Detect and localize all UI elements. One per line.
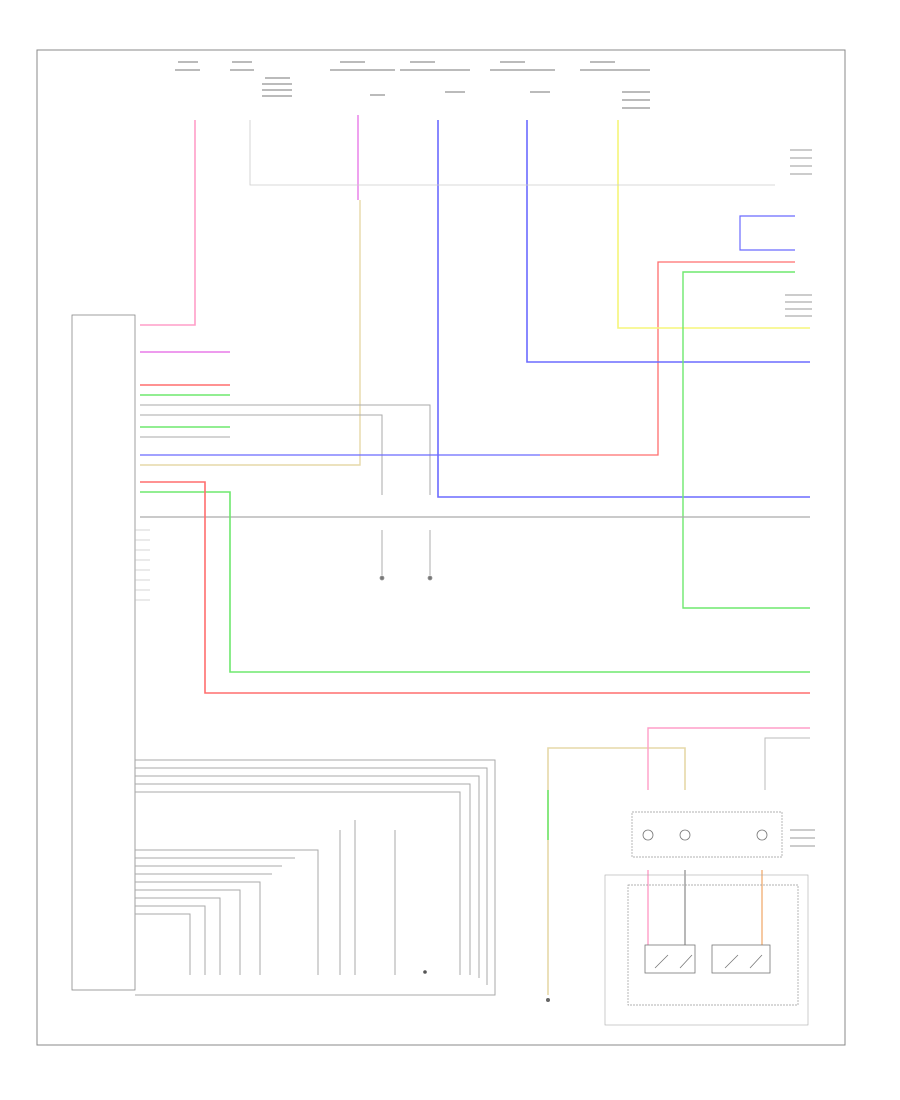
wire-red-to-switch [540,261,795,456]
wire-pink-ig [140,120,196,326]
transmission-shift-switch [627,884,799,1006]
switch-connectors [642,829,768,841]
wire-green-bottom [140,491,810,673]
paddle-switches [644,944,771,974]
wire-gray-2 [140,414,383,495]
speed-sensors [379,530,433,581]
right-connector-labels [785,149,815,847]
ground-dot [423,970,427,974]
wire-red-bottom [140,481,810,694]
transmission-control-ecu [71,314,136,991]
ecu-pin-stubs [135,529,150,601]
bottom-bundle [135,759,496,996]
wire-blue-top-center [437,120,810,498]
wire-green-right [682,271,810,609]
diagram-frame [36,49,846,1046]
wire-gray-1 [140,404,431,495]
wire-blue-top-right [526,120,810,363]
wire-tan-center [140,200,361,466]
top-fuse-labels [175,61,650,109]
front-ground [546,998,550,1002]
wire-gray-shift [764,737,810,790]
wire-yellow-top [617,120,810,329]
wire-blue-loop [739,215,795,251]
shift-switch-outer [604,874,809,1026]
wire-gray-top [249,120,775,186]
wire-tan-bottom [547,747,686,995]
wire-pink-shift [647,727,810,790]
steering-pad-switch [631,811,783,858]
